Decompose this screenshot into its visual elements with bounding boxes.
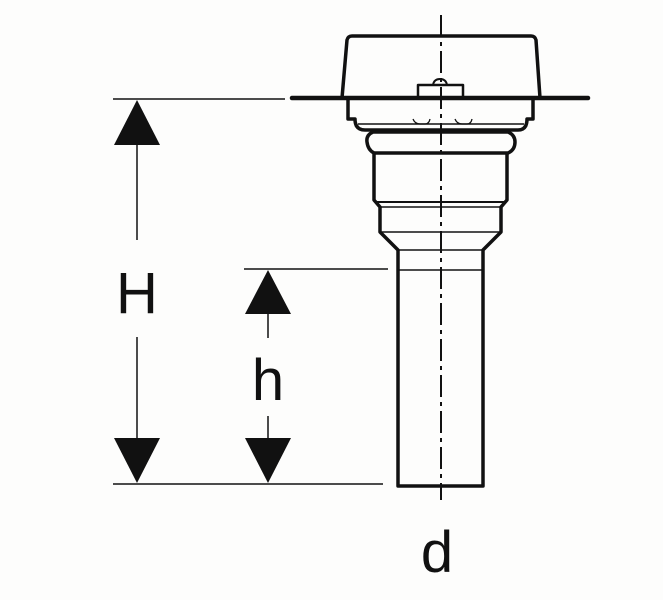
label-pipe-height: h xyxy=(252,348,284,413)
label-overall-height: H xyxy=(116,261,158,326)
arrow-up-icon xyxy=(114,100,160,145)
arrow-down-icon xyxy=(114,438,160,483)
label-diameter: d xyxy=(421,520,453,585)
arrow-up-icon xyxy=(245,270,291,314)
seal-notches xyxy=(412,118,473,125)
arrow-down-icon xyxy=(245,438,291,483)
